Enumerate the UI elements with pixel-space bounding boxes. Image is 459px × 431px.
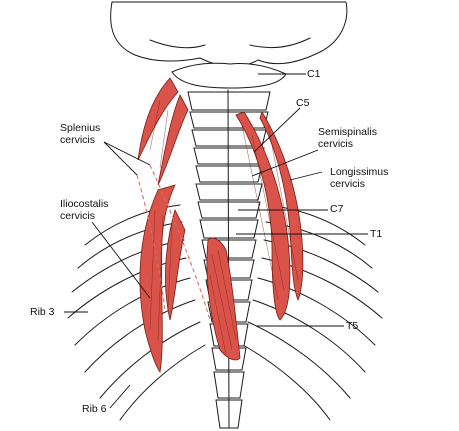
label-splenius-cervicis: Splenius cervicis [60,122,101,146]
label-c5: C5 [296,97,310,109]
label-c1: C1 [307,68,321,80]
iliocostalis-cervicis-muscle [139,184,186,374]
splenius-cervicis-muscle [137,77,189,186]
label-rib-6: Rib 6 [82,403,107,415]
longissimus-cervicis-muscle [235,111,304,321]
label-c7: C7 [330,203,344,215]
vertebral-column [171,62,287,429]
label-longissimus-cervicis: Longissimus cervicis [330,166,389,190]
semispinalis-cervicis-muscle [206,237,241,361]
label-rib-3: Rib 3 [30,306,55,318]
skull-base [110,1,348,67]
dashed-guide-left [136,174,166,311]
leader-lines [64,73,368,409]
dashed-guide-right [149,164,211,321]
label-semispinalis-cervicis: Semispinalis cervicis [318,126,377,150]
label-iliocostalis-cervicis: Iliocostalis cervicis [60,198,109,222]
label-t5: T5 [346,320,359,332]
label-t1: T1 [370,228,383,240]
